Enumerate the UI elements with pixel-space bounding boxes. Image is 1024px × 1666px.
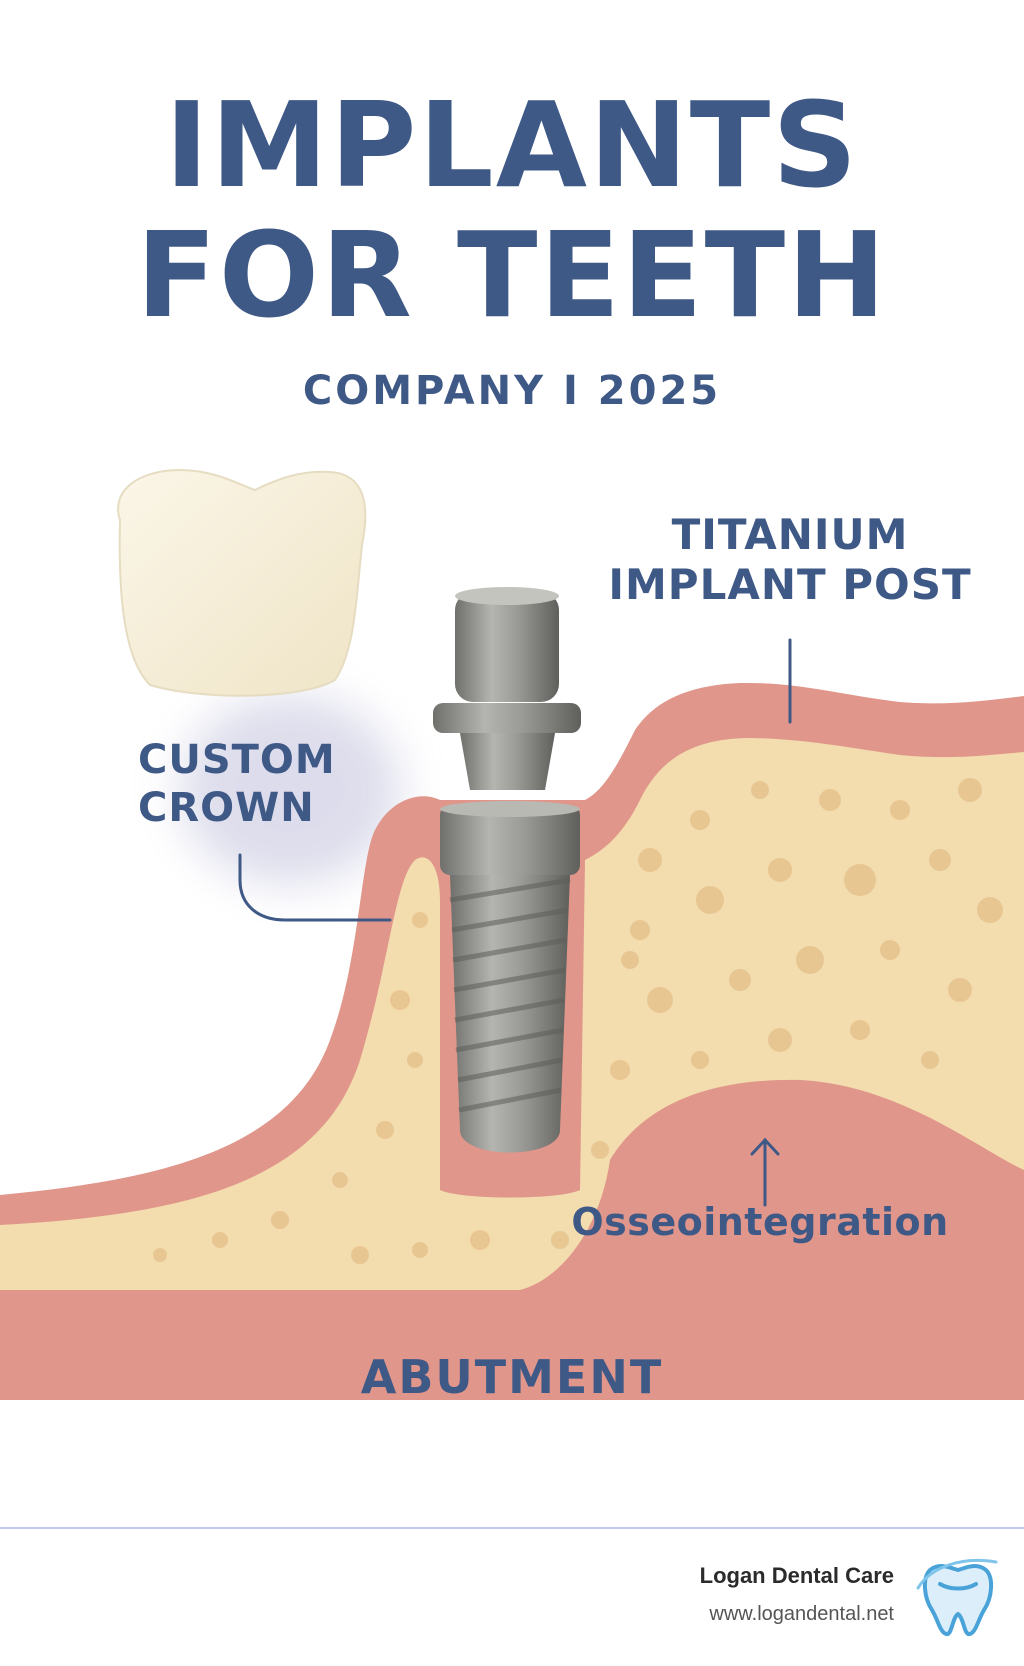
custom-crown-label: CUSTOM CROWN (138, 736, 358, 832)
up-arrow-icon (750, 1137, 780, 1207)
dental-crown (117, 468, 367, 697)
brand-url[interactable]: www.logandental.net (709, 1603, 894, 1625)
leader-lines (238, 638, 792, 922)
titanium-label-line-2: IMPLANT POST (608, 560, 972, 610)
brand-name: Logan Dental Care (699, 1563, 894, 1588)
page-subtitle: COMPANY I 2025 (302, 368, 722, 414)
crown-label-line-1: CUSTOM (138, 737, 336, 783)
crown-label-line-2: CROWN (138, 785, 315, 831)
implant-screw (440, 801, 580, 1153)
page-title-line-1: IMPLANTS (164, 76, 860, 214)
tooth-logo-icon (916, 1558, 998, 1637)
titanium-label-line-1: TITANIUM (671, 510, 909, 559)
footer-divider (0, 1527, 1024, 1529)
crown-leader (238, 853, 392, 922)
page-title-line-2: FOR TEETH (136, 206, 888, 344)
titanium-post-label: TITANIUM IMPLANT POST (600, 510, 980, 611)
bone-pores (153, 778, 1003, 1264)
jaw-bone (0, 738, 1024, 1290)
abutment-label: ABUTMENT (360, 1350, 664, 1404)
osseointegration-label: Osseointegration (571, 1200, 949, 1244)
abutment-part (433, 587, 581, 790)
